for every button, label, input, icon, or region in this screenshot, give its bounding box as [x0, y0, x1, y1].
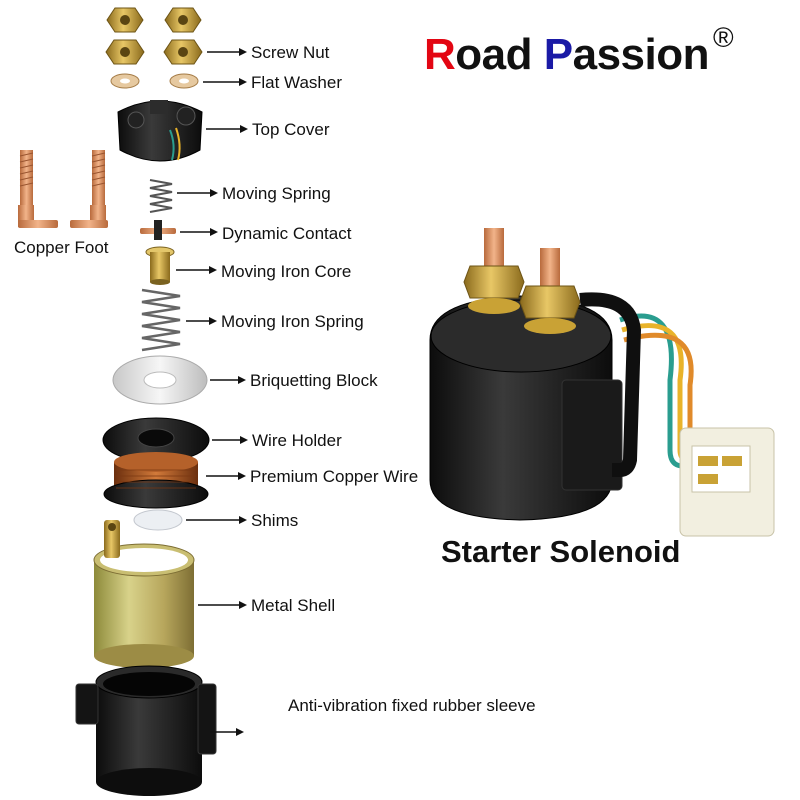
assembled-starter-solenoid-icon: [430, 228, 774, 536]
brand-word-assion: assion: [573, 30, 709, 79]
brand-word-oad: oad: [455, 30, 532, 79]
brand-logo: Road Passion®: [424, 22, 733, 80]
arrow-wire-holder: [212, 436, 248, 444]
arrow-metal-shell: [198, 601, 247, 609]
registered-mark: ®: [713, 22, 733, 53]
moving-iron-core-icon: [146, 247, 174, 285]
label-moving-spring: Moving Spring: [222, 184, 331, 204]
arrow-moving-spring: [177, 189, 218, 197]
arrow-moving-iron-spring: [186, 317, 217, 325]
label-moving-iron-spring: Moving Iron Spring: [221, 312, 364, 332]
arrow-dynamic-contact: [180, 228, 218, 236]
rubber-sleeve-icon: [76, 666, 216, 796]
label-rubber-sleeve: Anti-vibration fixed rubber sleeve: [288, 696, 536, 716]
arrow-moving-iron-core: [176, 266, 217, 274]
metal-shell-icon: [94, 520, 194, 668]
label-flat-washer: Flat Washer: [251, 73, 342, 93]
dynamic-contact-icon: [140, 220, 176, 240]
arrow-briquetting-block: [210, 376, 246, 384]
label-copper-foot: Copper Foot: [14, 238, 109, 258]
screw-nut-icon: [106, 8, 202, 64]
arrow-screw-nut: [207, 48, 247, 56]
arrow-top-cover: [206, 125, 248, 133]
arrow-premium-copper-wire: [206, 472, 246, 480]
product-title: Starter Solenoid: [441, 534, 680, 570]
brand-initial-p: P: [544, 30, 573, 79]
label-moving-iron-core: Moving Iron Core: [221, 262, 351, 282]
shims-icon: [134, 510, 182, 530]
copper-foot-icon: [18, 150, 108, 228]
label-wire-holder: Wire Holder: [252, 431, 342, 451]
arrow-flat-washer: [203, 78, 247, 86]
label-briquetting-block: Briquetting Block: [250, 371, 378, 391]
copper-wire-coil-icon: [104, 452, 208, 508]
label-screw-nut: Screw Nut: [251, 43, 329, 63]
moving-iron-spring-icon: [142, 290, 180, 350]
label-premium-copper-wire: Premium Copper Wire: [250, 467, 418, 487]
moving-spring-icon: [150, 180, 172, 212]
label-shims: Shims: [251, 511, 298, 531]
brand-initial-r: R: [424, 30, 455, 79]
flat-washer-icon: [111, 74, 198, 88]
arrow-shims: [186, 516, 247, 524]
label-metal-shell: Metal Shell: [251, 596, 335, 616]
briquetting-block-icon: [113, 356, 207, 404]
top-cover-icon: [118, 100, 202, 161]
label-dynamic-contact: Dynamic Contact: [222, 224, 351, 244]
label-top-cover: Top Cover: [252, 120, 329, 140]
